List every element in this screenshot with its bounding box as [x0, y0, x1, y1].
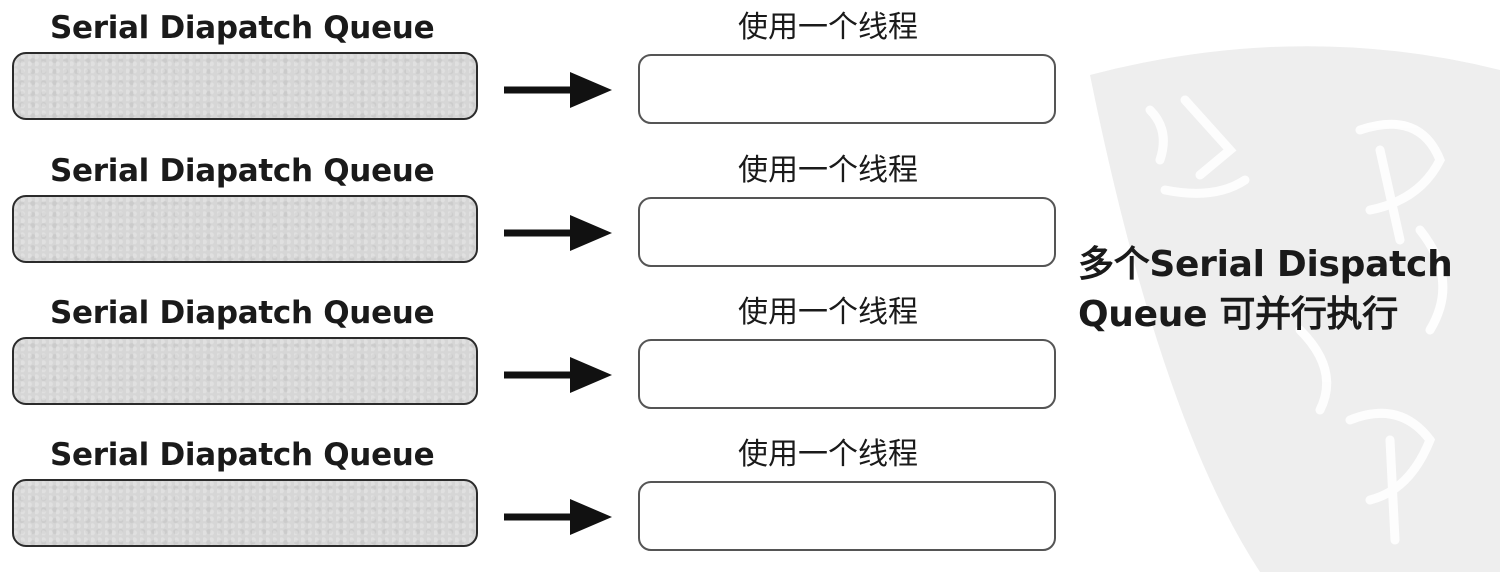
- thread-label: 使用一个线程: [738, 153, 918, 188]
- summary-line-2: Queue 可并行执行: [1078, 294, 1398, 335]
- serial-queue-box: [12, 195, 478, 263]
- thread-box: [638, 339, 1056, 409]
- queue-label: Serial Diapatch Queue: [50, 295, 435, 331]
- queue-label: Serial Diapatch Queue: [50, 437, 435, 473]
- thread-box: [638, 54, 1056, 124]
- serial-queue-box: [12, 337, 478, 405]
- queue-row-4: Serial Diapatch Queue 使用一个线程: [0, 437, 1080, 577]
- thread-box: [638, 197, 1056, 267]
- arrow-right-icon: [504, 72, 612, 108]
- summary-caption: 多个Serial Dispatch Queue 可并行执行: [1078, 240, 1453, 340]
- queue-row-3: Serial Diapatch Queue 使用一个线程: [0, 295, 1080, 435]
- thread-label: 使用一个线程: [738, 10, 918, 45]
- thread-label: 使用一个线程: [738, 295, 918, 330]
- serial-queue-box: [12, 52, 478, 120]
- queue-row-2: Serial Diapatch Queue 使用一个线程: [0, 153, 1080, 293]
- arrow-right-icon: [504, 357, 612, 393]
- queue-label: Serial Diapatch Queue: [50, 153, 435, 189]
- summary-line-1: 多个Serial Dispatch: [1078, 244, 1453, 285]
- queue-row-1: Serial Diapatch Queue 使用一个线程: [0, 10, 1080, 150]
- serial-queue-box: [12, 479, 478, 547]
- arrow-right-icon: [504, 499, 612, 535]
- arrow-right-icon: [504, 215, 612, 251]
- thread-label: 使用一个线程: [738, 437, 918, 472]
- queue-label: Serial Diapatch Queue: [50, 10, 435, 46]
- thread-box: [638, 481, 1056, 551]
